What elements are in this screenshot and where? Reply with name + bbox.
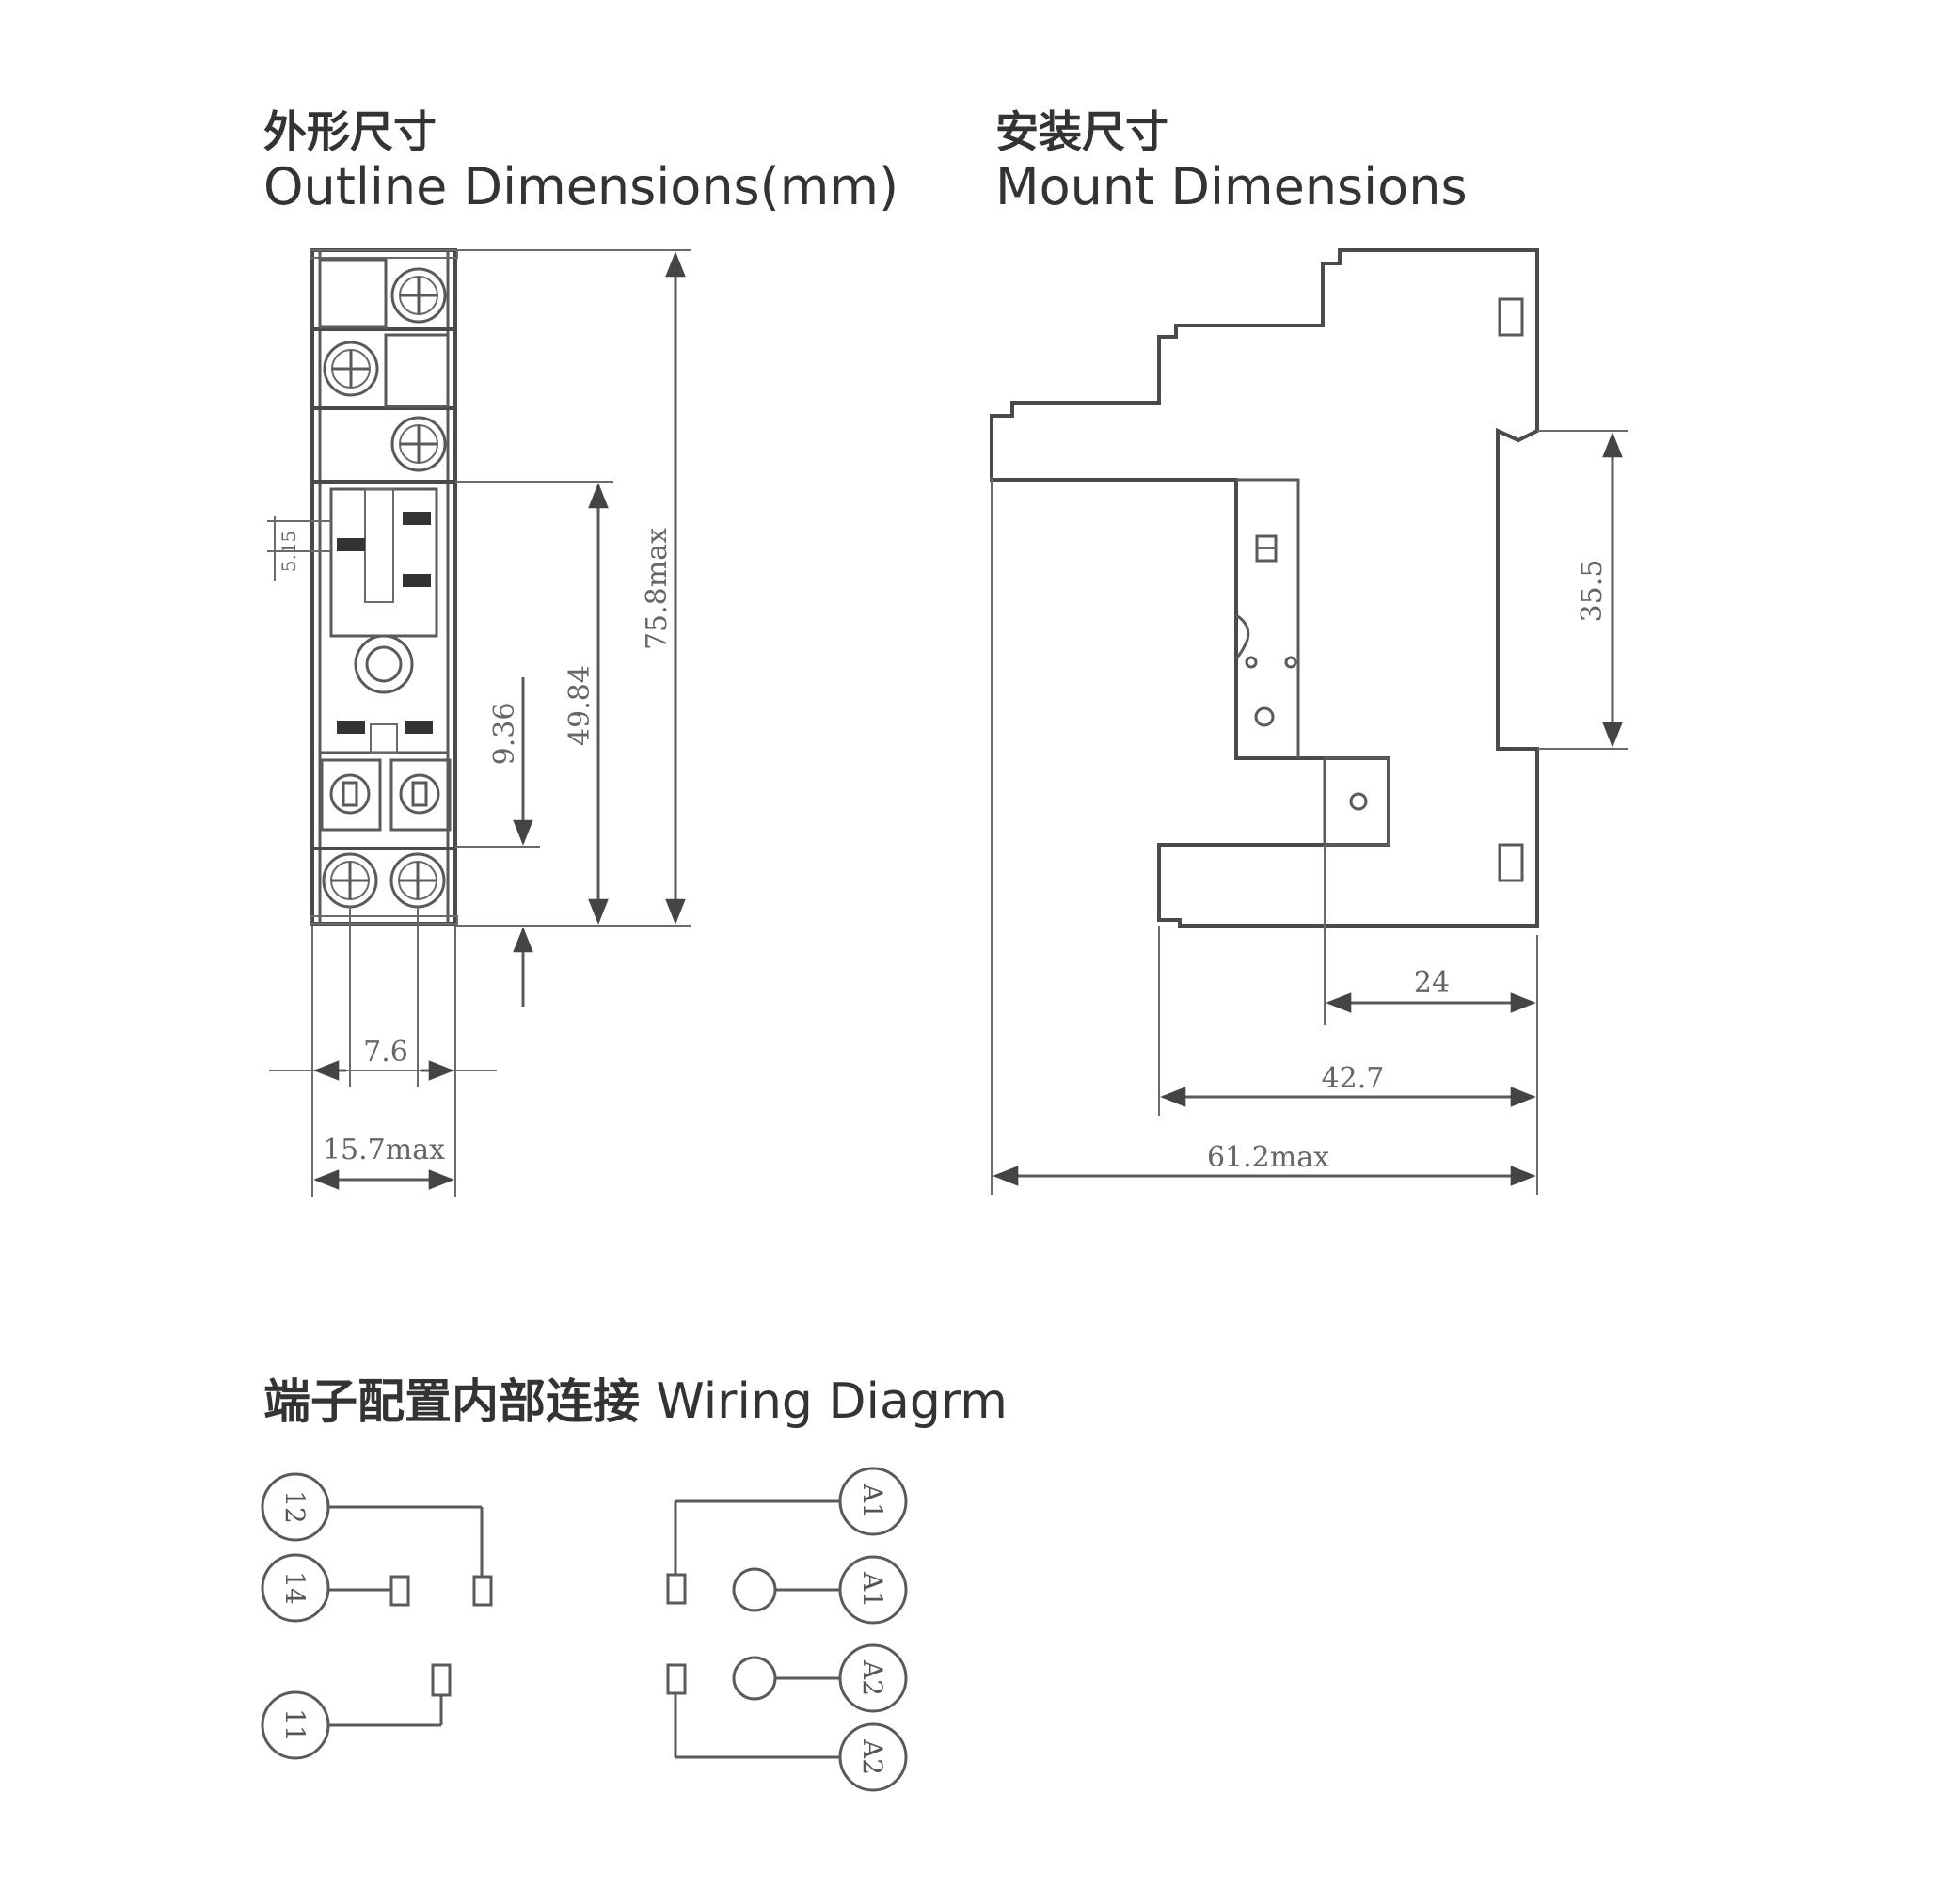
dim-width: 15.7max — [323, 1134, 445, 1166]
terminal-a2-mid-label: A2 — [857, 1659, 888, 1696]
terminal-12: 12 — [261, 1472, 330, 1542]
outline-dimension-labels: 75.8max 49.84 9.36 5.15 7.6 15.7max — [278, 528, 674, 1166]
dim-d2: 42.7 — [1322, 1062, 1385, 1095]
dim-height-low: 9.36 — [488, 703, 521, 766]
terminal-a1-top: A1 — [838, 1467, 908, 1536]
dim-height-mid: 49.84 — [564, 665, 596, 746]
mount-profile-outline — [990, 248, 1539, 928]
outline-title-en: Outline Dimensions(mm) — [263, 157, 899, 216]
terminal-a1-mid-label: A1 — [857, 1571, 888, 1608]
mount-title-zh: 安装尺寸 — [995, 106, 1168, 157]
terminal-14: 14 — [261, 1553, 330, 1623]
screw-icon — [390, 267, 447, 324]
mount-drawing: 35.5 24 42.7 61.2max — [990, 248, 1628, 1195]
terminal-12-label: 12 — [279, 1490, 310, 1524]
terminal-a1-mid: A1 — [838, 1555, 908, 1625]
mount-dimension-lines — [991, 430, 1628, 1195]
dim-height-total: 75.8max — [641, 528, 674, 650]
relay-slot-area — [320, 487, 448, 754]
terminal-14-label: 14 — [279, 1571, 310, 1605]
terminal-a2-bot-label: A2 — [857, 1738, 888, 1775]
wiring-title-zh: 端子配置内部连接 — [263, 1374, 640, 1429]
top-terminal-blocks — [312, 258, 455, 484]
outline-drawing: 75.8max 49.84 9.36 5.15 7.6 15.7max — [267, 248, 691, 1197]
terminal-a2-mid: A2 — [838, 1643, 908, 1713]
terminal-11-label: 11 — [279, 1708, 310, 1742]
screw-icon — [322, 852, 378, 909]
dim-rail: 35.5 — [1576, 560, 1609, 623]
dim-pin-pitch: 7.6 — [363, 1036, 408, 1069]
dim-small: 5.15 — [278, 531, 300, 573]
screw-icon — [390, 416, 447, 472]
terminal-a1-top-label: A1 — [857, 1483, 888, 1519]
wiring-diagram: 12 14 11 A1 A1 A2 A2 — [261, 1467, 908, 1792]
coil-terminal-area — [312, 758, 455, 850]
mount-title-en: Mount Dimensions — [995, 157, 1468, 216]
screw-icon — [323, 341, 379, 397]
mount-dimension-labels: 35.5 24 42.7 61.2max — [1207, 560, 1609, 1174]
screw-icon — [389, 852, 446, 909]
terminal-11: 11 — [261, 1690, 330, 1760]
terminal-a2-bot: A2 — [838, 1722, 908, 1792]
bottom-terminal-blocks — [322, 852, 446, 909]
wiring-title: 端子配置内部连接 Wiring Diagrm — [263, 1373, 1008, 1430]
wiring-title-en: Wiring Diagrm — [656, 1373, 1008, 1430]
outline-dimension-lines — [267, 249, 691, 1197]
dim-d1: 24 — [1414, 966, 1450, 999]
outline-title-zh: 外形尺寸 — [263, 106, 437, 157]
dim-d3: 61.2max — [1207, 1141, 1329, 1174]
